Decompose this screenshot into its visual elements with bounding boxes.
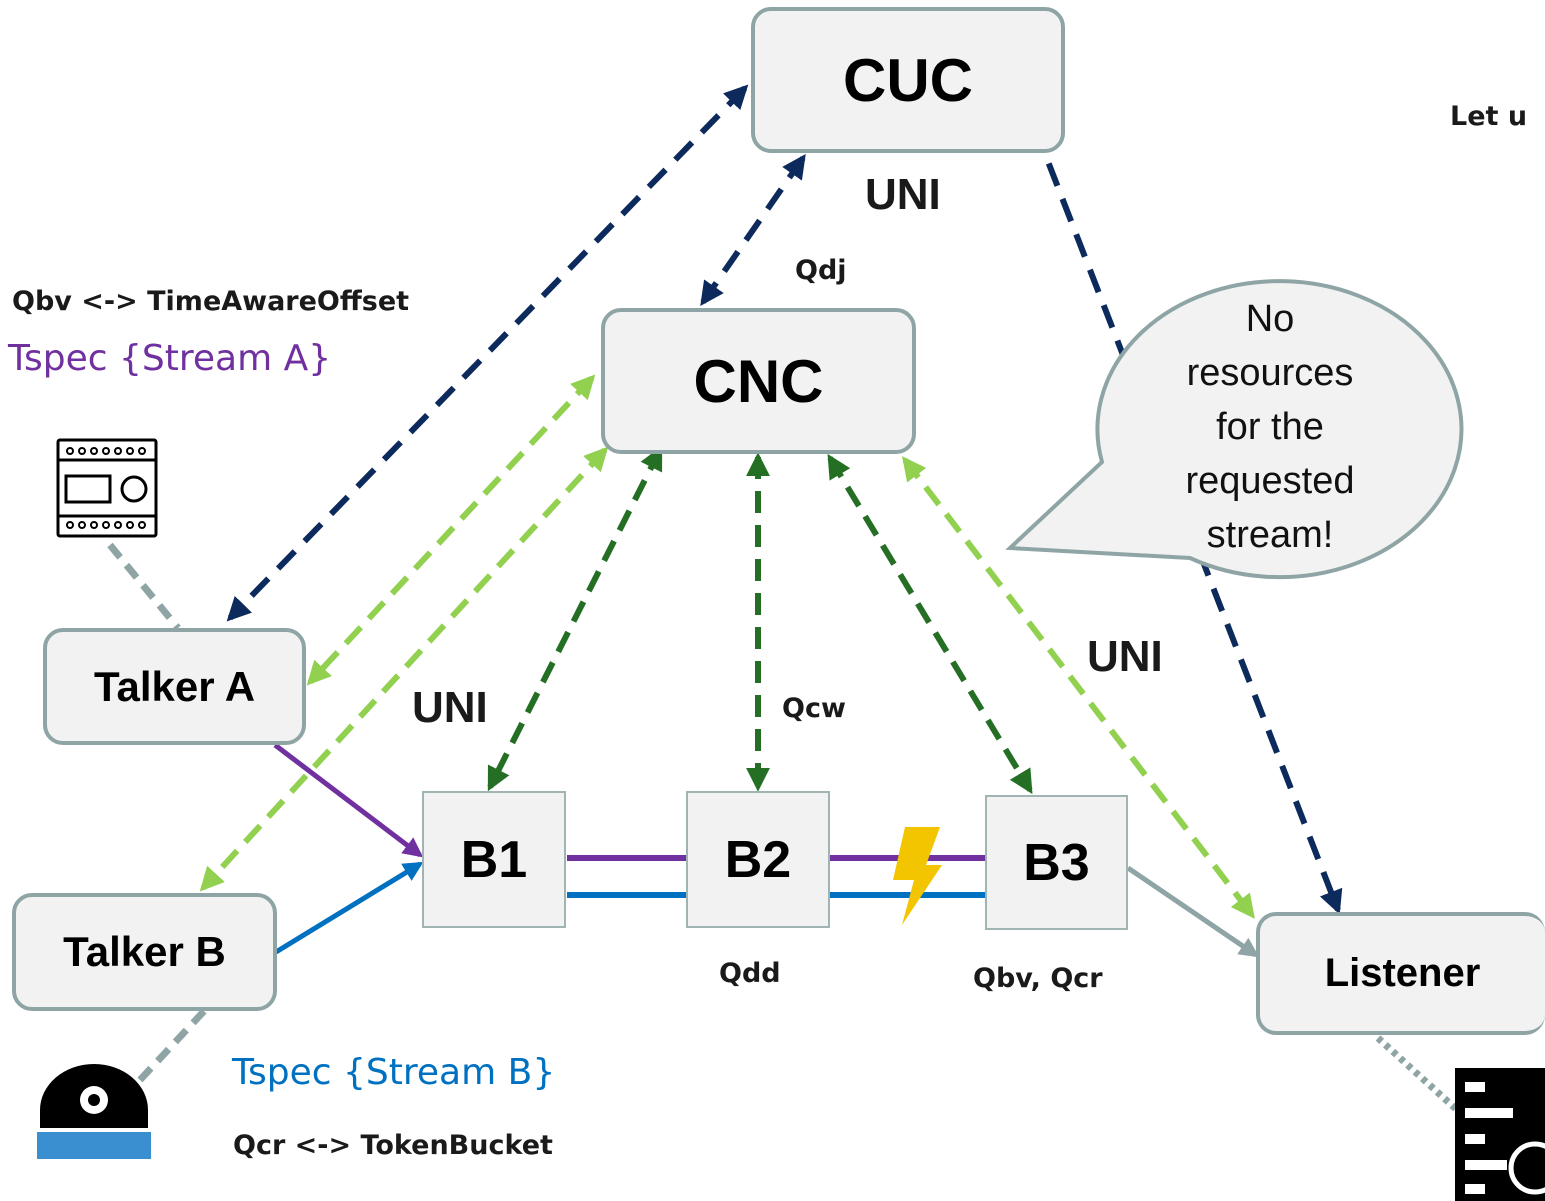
server-device-icon	[1455, 1068, 1545, 1201]
uni-left-label: UNI	[412, 683, 488, 732]
talker-a-node: Talker A	[43, 628, 306, 745]
listener-node: Listener	[1256, 912, 1545, 1035]
qdd-label: Qdd	[719, 958, 781, 989]
cuc-node: CUC	[751, 7, 1065, 153]
stream-b-talker-link	[274, 861, 424, 955]
cnc-listener-link	[902, 456, 1255, 919]
bubble-text: No resources for the requested stream!	[1130, 292, 1410, 562]
bubble-line: resources	[1186, 352, 1354, 394]
bubble-line: No	[1245, 298, 1295, 340]
server-to-listener-link	[1375, 1035, 1471, 1123]
qbv-qcr-label: Qbv, Qcr	[973, 963, 1103, 994]
cuc-cnc-link	[700, 154, 806, 306]
speech-bubble	[1005, 279, 1464, 580]
bubble-line: stream!	[1206, 514, 1334, 556]
bridge-b1: B1	[422, 791, 566, 928]
tspec-stream-b-label: Tspec {Stream B}	[232, 1052, 556, 1093]
camera-to-talker-b-link	[137, 1007, 208, 1083]
plc-to-talker-a-link	[107, 542, 181, 631]
cnc-node: CNC	[601, 308, 916, 454]
lightning-fault-icon	[893, 827, 942, 925]
plc-device-icon	[56, 438, 158, 538]
qcw-label: Qcw	[782, 693, 846, 724]
talker-b-node: Talker B	[12, 893, 277, 1011]
bridge-b2: B2	[686, 791, 830, 928]
cutoff-label: Let u	[1450, 101, 1528, 132]
b3-listener-link	[1126, 865, 1260, 958]
qbv-offset-label: Qbv <-> TimeAwareOffset	[12, 286, 410, 317]
bubble-line: requested	[1185, 460, 1355, 502]
qdj-label: Qdj	[795, 255, 847, 286]
cnc-b3-link	[827, 453, 1033, 795]
qcr-token-label: Qcr <-> TokenBucket	[233, 1130, 553, 1161]
stream-a-talker-link	[273, 743, 424, 858]
tspec-stream-a-label: Tspec {Stream A}	[8, 338, 332, 379]
uni-top-label: UNI	[865, 170, 941, 219]
bridge-b3: B3	[985, 795, 1128, 930]
cnc-talker-b-link	[199, 446, 609, 892]
cnc-talker-a-link	[306, 374, 596, 686]
cnc-b1-link	[487, 445, 663, 792]
uni-right-label: UNI	[1087, 632, 1163, 681]
camera-device-icon	[37, 1064, 151, 1159]
bubble-line: for the	[1216, 406, 1324, 448]
